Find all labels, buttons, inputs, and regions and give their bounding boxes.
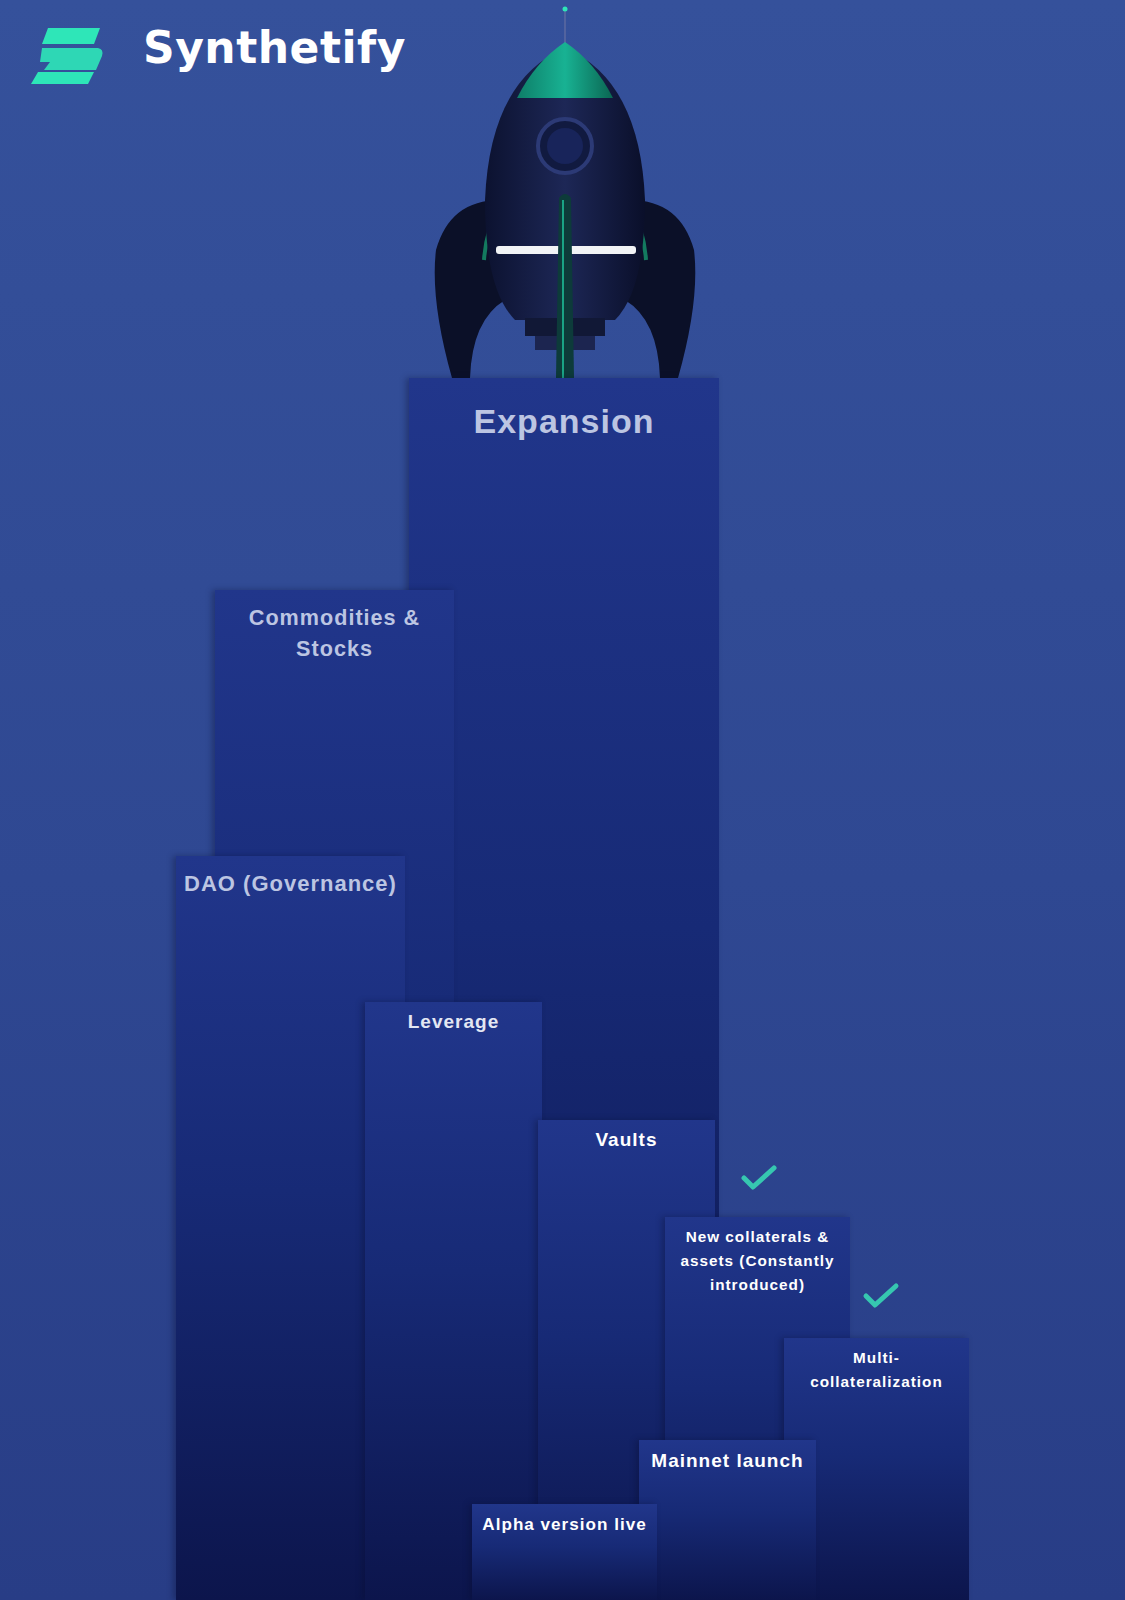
milestone-label: DAO (Governance)	[184, 868, 397, 899]
milestone-label: Commodities & Stocks	[221, 602, 448, 664]
roadmap-column: Mainnet launch	[639, 1440, 816, 1600]
milestone-label: Expansion	[474, 400, 655, 442]
milestone-label: New collaterals & assets (Constantly int…	[671, 1225, 844, 1297]
brand-title: Synthetify	[143, 22, 406, 73]
logo-mark	[31, 28, 103, 84]
milestone-label: Alpha version live	[482, 1512, 646, 1538]
milestone-label: Multi-collateralization	[790, 1346, 963, 1394]
rocket	[435, 7, 696, 379]
roadmap-column: Alpha version live	[472, 1504, 657, 1600]
milestone-label: Leverage	[408, 1010, 499, 1034]
milestone-label: Vaults	[596, 1128, 658, 1152]
milestone-label: Mainnet launch	[651, 1448, 803, 1474]
